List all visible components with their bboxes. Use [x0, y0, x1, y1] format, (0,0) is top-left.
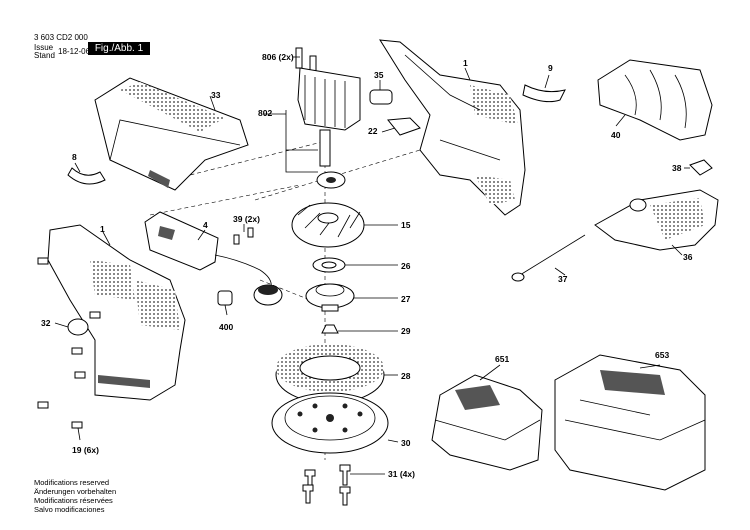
motor-bracket-line [285, 110, 318, 173]
callout-28: 28 [401, 371, 411, 381]
figure-label: Fig./Abb. 1 [88, 42, 150, 55]
washer-hole [321, 261, 337, 269]
callout-35: 35 [374, 70, 384, 80]
guide-line [259, 279, 311, 301]
callout-9: 9 [548, 63, 553, 73]
ring-part [275, 344, 385, 404]
callout-400: 400 [219, 322, 234, 332]
housing-left-part [47, 224, 186, 401]
callout-651: 651 [495, 354, 510, 364]
callout-22: 22 [368, 126, 378, 136]
battery-pack-part [431, 374, 543, 471]
callout-30: 30 [401, 438, 411, 448]
footer-line-4: Salvo modificaciones [34, 505, 105, 514]
sanding-pad-part [271, 392, 389, 454]
grip-guard-part [597, 59, 713, 141]
callout-26: 26 [401, 261, 411, 271]
callout-802: 802 [258, 108, 273, 118]
callout-27: 27 [401, 294, 411, 304]
issue-label-de: Stand [34, 51, 55, 60]
callout-29: 29 [401, 326, 411, 336]
knob-part [369, 89, 393, 105]
screw-set-left [37, 257, 101, 429]
dust-box-part [94, 77, 249, 191]
callout-806: 806 (2x) [262, 52, 294, 62]
callout-15: 15 [401, 220, 411, 230]
callout-8: 8 [72, 152, 77, 162]
dust-tube-part [594, 189, 719, 251]
issue-label-en: Issue [34, 43, 54, 52]
callout-4: 4 [203, 220, 208, 230]
motor-part [295, 47, 361, 189]
bearing-housing-part [305, 283, 355, 312]
callout-31: 31 (4x) [388, 469, 415, 479]
callout-1-top: 1 [463, 58, 468, 68]
switch-part [387, 117, 421, 136]
footer-notes: Modifications reserved Änderungen vorbeh… [34, 478, 116, 514]
part-number: 3 603 CD2 000 [34, 33, 88, 42]
callout-37: 37 [558, 274, 568, 284]
shaft-part [511, 234, 586, 282]
dust-clip-part [67, 167, 106, 185]
pin-center-part [321, 324, 339, 334]
pad-screws-part [302, 464, 351, 506]
callout-33: 33 [211, 90, 221, 100]
callout-38: 38 [672, 163, 682, 173]
guide-line [149, 184, 301, 216]
callout-653: 653 [655, 350, 670, 360]
charger-part [554, 354, 706, 491]
fan-part [291, 202, 365, 248]
seal-strip-part [522, 84, 566, 103]
pin-part [233, 234, 240, 245]
capacitor-part [217, 290, 233, 306]
pin-part [247, 227, 254, 238]
o-ring-part [67, 318, 89, 336]
footer-line-1: Modifications reserved [34, 478, 110, 487]
electronics-module-part [144, 211, 283, 306]
leader-lines [54, 56, 690, 475]
footer-line-3: Modifications réservées [34, 496, 113, 505]
callout-32: 32 [41, 318, 51, 328]
callout-36: 36 [683, 252, 693, 262]
issue-date: 18-12-06 [58, 47, 91, 56]
callout-19: 19 (6x) [72, 445, 99, 455]
footer-line-2: Änderungen vorbehalten [34, 487, 117, 496]
housing-top-part [379, 39, 526, 216]
clamp-part [689, 159, 713, 176]
callout-40: 40 [611, 130, 621, 140]
callout-39: 39 (2x) [233, 214, 260, 224]
callout-1-left: 1 [100, 224, 105, 234]
